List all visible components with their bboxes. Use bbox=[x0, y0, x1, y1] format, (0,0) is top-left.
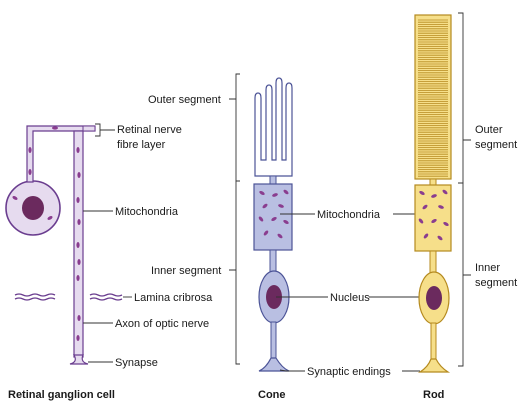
cone-cell bbox=[253, 77, 293, 372]
rod-nucleus bbox=[426, 286, 442, 310]
ganglion-nucleus bbox=[22, 196, 44, 220]
rod-axon bbox=[430, 322, 437, 362]
cone-mitochondria bbox=[258, 189, 289, 239]
rod-mitochondria bbox=[418, 189, 449, 241]
cone-nucleus bbox=[266, 285, 282, 309]
cone-stalk bbox=[269, 249, 277, 273]
label-synapse: Synapse bbox=[115, 357, 158, 369]
label-mitochondria-left: Mitochondria bbox=[115, 206, 179, 218]
ganglion-synapse bbox=[69, 354, 89, 365]
caption-rod: Rod bbox=[423, 389, 444, 401]
label-outer-segment-cone: Outer segment bbox=[148, 94, 221, 106]
ganglion-dendrite bbox=[26, 125, 96, 183]
cone-cilium bbox=[269, 175, 277, 185]
bracket-rod-inner bbox=[458, 182, 471, 367]
label-inner-rod-1: Inner bbox=[475, 262, 500, 274]
retinal-ganglion-cell bbox=[5, 125, 123, 365]
cone-axon bbox=[270, 321, 277, 361]
label-mitochondria-mid: Mitochondria bbox=[317, 209, 381, 221]
cone-synaptic-ending bbox=[258, 357, 290, 372]
bracket-cone-outer bbox=[229, 73, 240, 182]
rod-stalk bbox=[429, 250, 437, 274]
label-outer-rod-1: Outer bbox=[475, 124, 503, 136]
nerve-fibre-segment bbox=[82, 125, 96, 132]
label-nerve-fibre-2: fibre layer bbox=[117, 139, 166, 151]
cone-outer-segment bbox=[254, 77, 293, 177]
label-synaptic-endings: Synaptic endings bbox=[307, 366, 391, 378]
bracket-rod-outer bbox=[458, 12, 471, 184]
label-nucleus: Nucleus bbox=[330, 292, 370, 304]
ganglion-mitochondria bbox=[12, 126, 81, 341]
rod-discs bbox=[418, 19, 448, 177]
caption-ganglion: Retinal ganglion cell bbox=[8, 389, 115, 401]
label-axon: Axon of optic nerve bbox=[115, 318, 209, 330]
label-nerve-fibre-1: Retinal nerve bbox=[117, 124, 182, 136]
label-inner-segment-cone: Inner segment bbox=[151, 265, 221, 277]
caption-cone: Cone bbox=[258, 389, 286, 401]
rod-synaptic-ending bbox=[417, 358, 451, 373]
label-inner-rod-2: segment bbox=[475, 277, 517, 289]
label-outer-rod-2: segment bbox=[475, 139, 517, 151]
rod-cell bbox=[414, 14, 452, 373]
leader-synaptic-cone bbox=[279, 369, 305, 372]
label-lamina-cribrosa: Lamina cribrosa bbox=[134, 292, 213, 304]
bracket-nerve-fibre bbox=[95, 123, 115, 137]
lamina-cribrosa-lines bbox=[14, 293, 123, 301]
bracket-cone-inner bbox=[229, 180, 240, 365]
